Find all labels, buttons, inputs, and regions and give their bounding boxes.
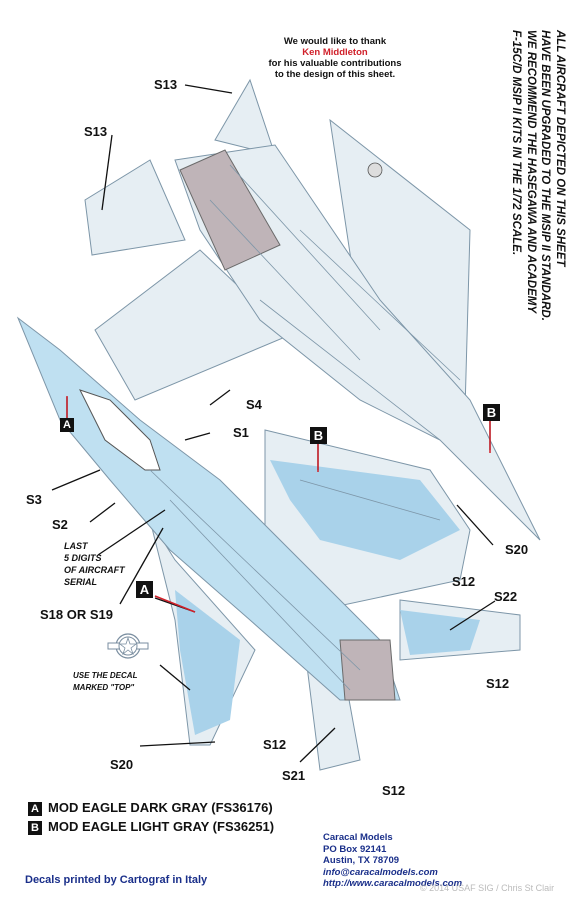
photo-credit: © 2014 USAF SIG / Chris St Clair xyxy=(420,883,555,893)
thanks-note: We would like to thank Ken Middleton for… xyxy=(255,36,415,80)
legend-row-b: B MOD EAGLE LIGHT GRAY (FS36251) xyxy=(28,819,274,835)
callout-s22: S22 xyxy=(494,589,518,604)
use-decal-line-1: USE THE DECAL xyxy=(73,671,138,680)
callout-s2: S2 xyxy=(52,517,68,532)
callout-s13-b: S13 xyxy=(84,124,108,139)
thanks-line-1: We would like to thank xyxy=(283,36,387,47)
contact-company: Caracal Models xyxy=(323,832,393,843)
last-digits-line-3: OF AIRCRAFT xyxy=(64,565,125,575)
callout-s12-a: S12 xyxy=(452,574,476,589)
callout-s18-s19: S18 OR S19 xyxy=(40,607,113,622)
callout-s13-a: S13 xyxy=(154,77,178,92)
marker-b-top: B xyxy=(483,404,500,421)
marker-a-big: A xyxy=(136,581,153,598)
last-digits-line-1: LAST xyxy=(64,541,88,551)
upper-panel-lines xyxy=(209,162,461,441)
callout-s21: S21 xyxy=(282,768,306,783)
upper-tail-left xyxy=(84,159,186,256)
legend-a-label: MOD EAGLE DARK GRAY (FS36176) xyxy=(48,800,273,815)
callout-s20-left: S20 xyxy=(110,757,134,772)
last-digits-line-2: 5 DIGITS xyxy=(64,553,102,563)
lower-canopy xyxy=(79,389,161,471)
side-note: ALL AIRCRAFT DEPICTED ON THIS SHEET HAVE… xyxy=(452,30,578,350)
callout-s12-b: S12 xyxy=(486,676,510,691)
marker-a-small: A xyxy=(60,418,74,432)
lower-panel-lines xyxy=(149,469,441,691)
use-decal-note: USE THE DECAL MARKED "TOP" xyxy=(73,670,137,694)
red-leader-lines xyxy=(66,396,491,613)
side-note-line-3: WE RECOMMEND THE HASEGAWA AND ACADEMY xyxy=(525,30,537,314)
legend-b-marker: B xyxy=(28,820,42,835)
marker-b-mid: B xyxy=(310,427,327,444)
roundel-icon xyxy=(107,633,149,659)
contact-email[interactable]: info@caracalmodels.com xyxy=(323,866,438,878)
contact-web[interactable]: http://www.caracalmodels.com xyxy=(323,878,463,889)
lower-nozzles xyxy=(339,639,396,701)
printer-note: Decals printed by Cartograf in Italy xyxy=(25,874,208,886)
side-note-line-4: F-15C/D MSIP II KITS IN THE 1/72 SCALE. xyxy=(510,30,523,256)
use-decal-line-2: MARKED "TOP" xyxy=(73,683,135,692)
top-aircraft-underside xyxy=(84,78,541,541)
callout-s4: S4 xyxy=(246,397,262,412)
upper-nozzles xyxy=(179,149,281,271)
lower-camo-3 xyxy=(400,610,480,655)
thanks-name: Ken Middleton xyxy=(302,47,368,58)
contact-po: PO Box 92141 xyxy=(323,843,387,855)
thanks-line-4: to the design of this sheet. xyxy=(274,69,396,80)
thanks-line-3: for his valuable contributions xyxy=(268,58,402,69)
bottom-aircraft-topside xyxy=(16,316,521,771)
side-note-line-2: HAVE BEEN UPGRADED TO THE MSIP II STANDA… xyxy=(539,30,552,321)
contact-block: Caracal Models PO Box 92141 Austin, TX 7… xyxy=(323,832,462,890)
side-note-line-1: ALL AIRCRAFT DEPICTED ON THIS SHEET xyxy=(554,30,566,267)
callout-s1: S1 xyxy=(233,425,249,440)
last-digits-note: LAST 5 DIGITS OF AIRCRAFT SERIAL xyxy=(64,540,125,588)
callout-s12-c: S12 xyxy=(263,737,287,752)
callout-s20-right: S20 xyxy=(505,542,529,557)
legend-row-a: A MOD EAGLE DARK GRAY (FS36176) xyxy=(28,800,273,816)
legend-a-marker: A xyxy=(28,801,42,816)
legend-b-label: MOD EAGLE LIGHT GRAY (FS36251) xyxy=(48,819,275,834)
callout-s3: S3 xyxy=(26,492,42,507)
contact-city: Austin, TX 78709 xyxy=(323,855,400,866)
lower-camo-2 xyxy=(175,590,240,735)
callout-s12-d: S12 xyxy=(382,783,406,798)
upper-tail-right xyxy=(214,78,276,156)
last-digits-line-4: SERIAL xyxy=(64,577,98,587)
